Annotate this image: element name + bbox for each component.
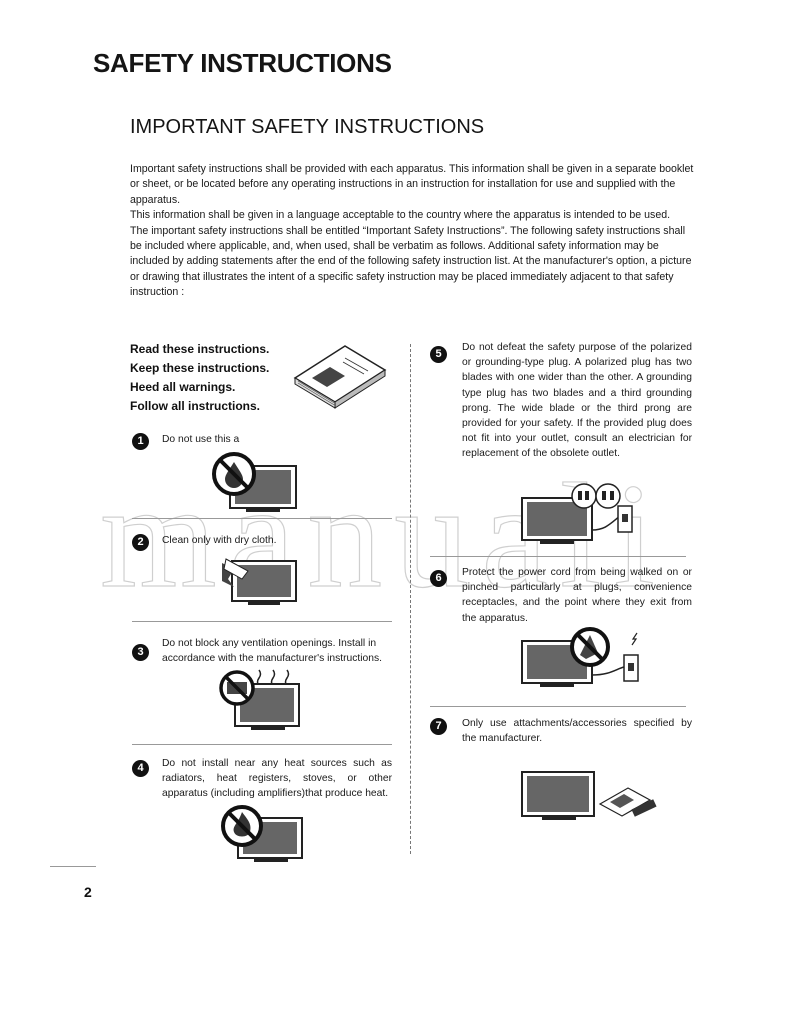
tv-accessories-icon <box>520 768 660 828</box>
core-rules: Read these instructions. Keep these inst… <box>130 340 269 416</box>
page-title: SAFETY INSTRUCTIONS <box>93 48 392 78</box>
item-separator <box>132 744 392 745</box>
item-number-6: 6 <box>430 570 447 587</box>
rule-follow: Follow all instructions. <box>130 399 261 413</box>
section-title: IMPORTANT SAFETY INSTRUCTIONS <box>130 116 485 138</box>
item-text-4: Do not install near any heat sources suc… <box>162 758 392 800</box>
item-number-2: 2 <box>132 534 149 551</box>
tv-heat-prohibited-icon <box>218 804 308 864</box>
item-number-4: 4 <box>132 760 149 777</box>
tv-polarized-plug-icon <box>520 478 640 546</box>
item-separator <box>430 556 686 557</box>
column-divider <box>410 344 411 854</box>
instruction-booklet-icon <box>290 338 390 410</box>
page-number: 2 <box>84 884 92 900</box>
item-text-5: Do not defeat the safety purpose of the … <box>462 342 692 460</box>
intro-paragraph: The important safety instructions shall … <box>130 224 692 299</box>
tv-power-cord-icon <box>520 625 650 695</box>
rule-read: Read these instructions. <box>130 342 270 356</box>
rule-keep: Keep these instructions. <box>130 361 270 375</box>
item-text-7: Only use attachments/accessories specifi… <box>462 718 692 745</box>
tv-ventilation-icon <box>215 668 305 736</box>
item-separator <box>132 621 392 622</box>
footer-rule <box>50 866 96 867</box>
item-separator <box>430 706 686 707</box>
item-number-3: 3 <box>132 644 149 661</box>
item-number-5: 5 <box>430 346 447 363</box>
rule-heed: Heed all warnings. <box>130 380 236 394</box>
item-separator <box>132 518 392 519</box>
tv-cloth-icon <box>220 553 300 609</box>
item-text-1: Do not use this a <box>162 434 240 445</box>
tv-water-prohibited-icon <box>210 452 300 514</box>
intro-paragraph: Important safety instructions shall be p… <box>130 163 694 206</box>
item-number-1: 1 <box>132 433 149 450</box>
item-text-2: Clean only with dry cloth. <box>162 535 277 546</box>
item-text-3: Do not block any ventilation openings. I… <box>162 638 383 665</box>
item-number-7: 7 <box>430 718 447 735</box>
intro-paragraph: This information shall be given in a lan… <box>130 209 671 222</box>
intro-text: Important safety instructions shall be p… <box>130 162 695 301</box>
item-text-6: Protect the power cord from being walked… <box>462 567 692 624</box>
